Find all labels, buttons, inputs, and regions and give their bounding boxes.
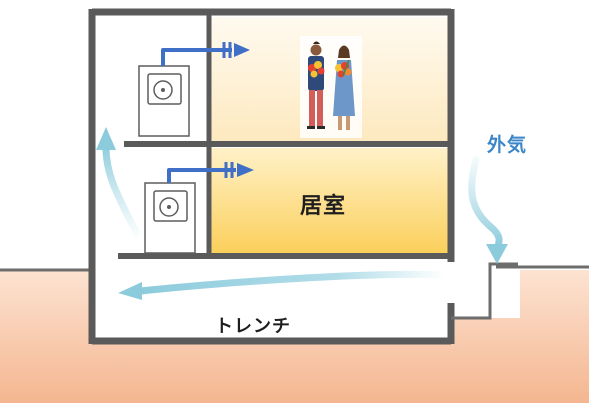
outside-air-intake-pipe [451, 262, 518, 320]
duct-arrow-icon [161, 42, 250, 66]
airflow-arrow-icon [468, 156, 503, 250]
ground-soil [0, 270, 589, 403]
duct-arrow-icon [167, 162, 254, 183]
room-label: 居室 [300, 194, 347, 219]
airflow-arrow-icon [136, 270, 449, 295]
airflow-arrow-icon [486, 244, 508, 264]
airflow-arrow-icon [96, 127, 116, 150]
fan-unit-icon [144, 182, 196, 254]
fan-unit-icon [138, 65, 190, 137]
lower-room [210, 148, 448, 254]
airflow-arrow-icon [118, 282, 142, 300]
trench-label: トレンチ [215, 316, 291, 337]
people-with-bouquet-illustration [300, 36, 362, 138]
trench-wall-opening [444, 264, 458, 302]
airflow-arrow-icon [102, 141, 140, 236]
outside-air-label: 外気 [487, 134, 528, 156]
building-walls [88, 8, 455, 345]
